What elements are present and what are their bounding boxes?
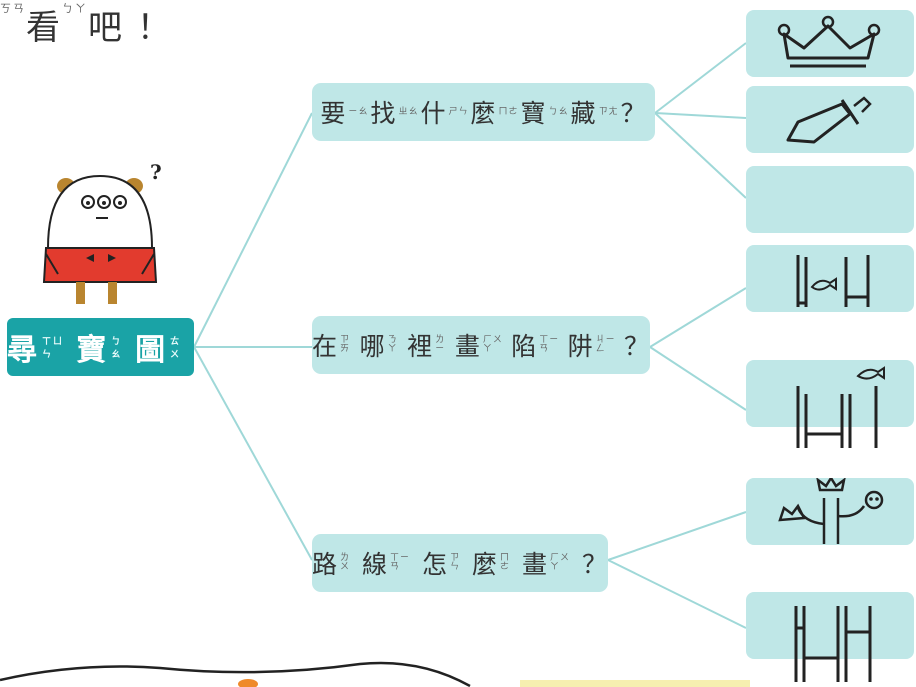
branch-char: 畫 bbox=[454, 332, 481, 361]
root-char: 寶 bbox=[76, 333, 109, 368]
branch-char: 線 bbox=[362, 550, 389, 579]
tile-ladder-fish-top bbox=[746, 360, 914, 448]
branch-node-route: 路ㄌㄨ 線ㄒㄧㄢ 怎ㄗㄣ 麼ㄇㄜ 畫ㄏㄨㄚ ？ bbox=[312, 534, 608, 592]
bottom-wave-decoration bbox=[0, 661, 750, 687]
tile-crown bbox=[746, 10, 914, 77]
zhuyin: ㄒㄩㄣ bbox=[42, 337, 65, 360]
ladder-icon bbox=[794, 606, 872, 682]
zhuyin: ㄅㄚ bbox=[62, 2, 88, 15]
question-mark: ? bbox=[150, 160, 162, 184]
char: 吧 bbox=[88, 8, 124, 48]
branch-node-where-trap: 在ㄗㄞ 哪ㄋㄚ 裡ㄌㄧ 畫ㄏㄨㄚ 陷ㄒㄧㄢ 阱ㄐㄧㄥ ？ bbox=[312, 316, 650, 374]
branch-char: 裡 bbox=[407, 332, 434, 361]
crown-icon bbox=[777, 15, 881, 68]
branch-char: 陷 bbox=[511, 332, 538, 361]
root-char: 圖 bbox=[135, 333, 168, 368]
top-text: ㄎㄢ看ㄅㄚ吧 ！ bbox=[0, 0, 173, 49]
zhuyin: ㄅㄠ bbox=[111, 337, 123, 360]
question-mark: ？ bbox=[581, 550, 608, 579]
tile-tree-crown-skull bbox=[746, 478, 914, 545]
zhuyin: ㄊㄨ bbox=[170, 337, 182, 360]
branch-char: 什 bbox=[420, 99, 447, 128]
tile-ladder bbox=[746, 592, 914, 682]
question-mark: ？ bbox=[620, 99, 647, 128]
branch-char: 麼 bbox=[471, 550, 498, 579]
sword-icon bbox=[786, 96, 872, 144]
branch-node-what-treasure: 要ㄧㄠ 找ㄓㄠ 什ㄕㄣ 麼ㄇㄜ 寶ㄅㄠ 藏ㄗㄤ ？ bbox=[312, 83, 655, 141]
branch-char: 畫 bbox=[521, 550, 548, 579]
branch-char: 找 bbox=[370, 99, 397, 128]
tile-ladder-fish-inside bbox=[746, 245, 914, 312]
branch-char: 麼 bbox=[470, 99, 497, 128]
branch-char: 阱 bbox=[567, 332, 594, 361]
branch-char: 寶 bbox=[520, 99, 547, 128]
exclamation: ！ bbox=[136, 8, 173, 48]
tile-empty bbox=[746, 166, 914, 233]
branch-char: 在 bbox=[312, 332, 339, 361]
ladder-fish-top-icon bbox=[796, 366, 885, 448]
branch-char: 哪 bbox=[359, 332, 386, 361]
tile-sword bbox=[746, 86, 914, 153]
branch-char: 怎 bbox=[421, 550, 448, 579]
char: 看 bbox=[26, 8, 62, 48]
ladder-fish-inside-icon bbox=[796, 255, 870, 307]
tree-crown-skull-icon bbox=[778, 478, 884, 544]
question-mark: ？ bbox=[624, 332, 651, 361]
root-node-treasure-map: 尋ㄒㄩㄣ 寶ㄅㄠ 圖ㄊㄨ bbox=[7, 318, 194, 376]
egg-character-illustration bbox=[42, 174, 158, 304]
root-char: 尋 bbox=[7, 333, 39, 368]
zhuyin: ㄎㄢ bbox=[0, 2, 26, 15]
branch-char: 要 bbox=[320, 99, 347, 128]
branch-char: 路 bbox=[312, 550, 339, 579]
branch-char: 藏 bbox=[570, 99, 597, 128]
